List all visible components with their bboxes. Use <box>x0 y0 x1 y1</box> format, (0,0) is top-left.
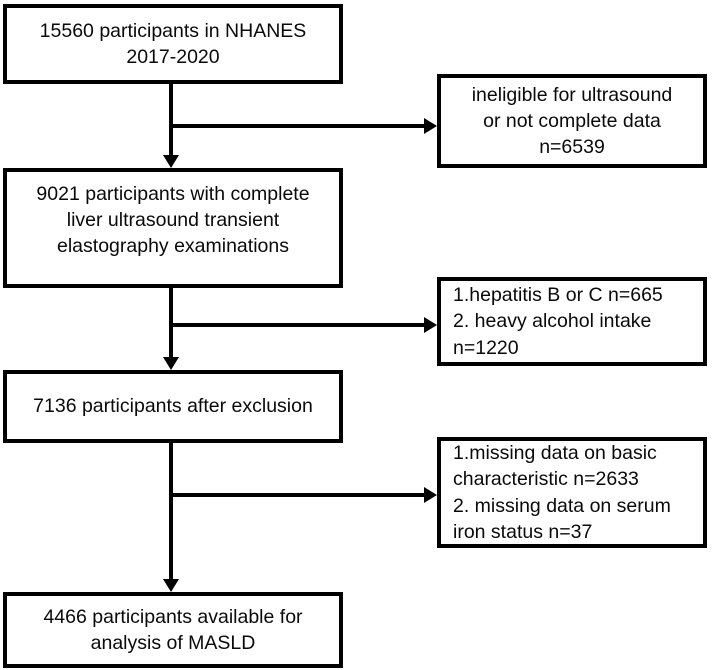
flow-node-excluded-missing-data-line-4: iron status n=37 <box>453 520 593 543</box>
flow-node-enrolled-line-2: 2017-2020 <box>126 46 220 68</box>
connector-after-exclusion-to-final <box>169 443 173 580</box>
flow-node-complete-elastography-line-1: 9021 participants with complete <box>36 183 310 205</box>
flow-node-final-analysis: 4466 participants available for analysis… <box>3 592 343 668</box>
connector-enrolled-to-complete <box>169 84 173 156</box>
flow-node-after-exclusion-line-1: 7136 participants after exclusion <box>33 395 313 418</box>
flow-node-excluded-missing-data-line-1: 1.missing data on basic <box>453 442 657 465</box>
flow-node-excluded-hepatitis-alcohol-line-2: 2. heavy alcohol intake <box>453 310 652 333</box>
flow-node-enrolled-line-1: 15560 participants in NHANES <box>39 19 307 42</box>
arrowhead-after-exclusion-to-final <box>163 579 179 592</box>
flow-node-excluded-hepatitis-alcohol: 1.hepatitis B or C n=665 2. heavy alcoho… <box>437 277 707 366</box>
flow-node-excluded-hepatitis-alcohol-text: 1.hepatitis B or C n=665 2. heavy alcoho… <box>441 282 703 360</box>
flow-node-complete-elastography-line-3: elastography examinations <box>57 235 289 258</box>
flow-node-excluded-ultrasound: ineligible for ultrasound or not complet… <box>437 74 707 168</box>
flow-node-excluded-missing-data: 1.missing data on basic characteristic n… <box>437 437 707 548</box>
arrowhead-complete-to-after-exclusion <box>163 357 179 370</box>
flow-node-excluded-missing-data-line-2: characteristic n=2633 <box>453 468 639 491</box>
connector-enrolled-to-excluded-ultrasound <box>171 124 426 128</box>
flow-node-excluded-ultrasound-line-3: n=6539 <box>539 136 605 159</box>
flow-node-enrolled-text: 15560 participants in NHANES 2017-2020 <box>7 18 339 70</box>
flow-node-complete-elastography: 9021 participants with complete liver ul… <box>3 168 343 288</box>
flow-node-excluded-ultrasound-line-2: or not complete data <box>483 109 661 132</box>
flow-node-excluded-missing-data-line-3: 2. missing data on serum <box>453 494 671 517</box>
arrowhead-after-exclusion-to-excluded-missing-data <box>424 487 437 503</box>
flow-node-enrolled: 15560 participants in NHANES 2017-2020 <box>3 4 343 84</box>
flow-node-final-analysis-line-2: analysis of MASLD <box>90 632 256 654</box>
connector-complete-to-excluded-hepatitis-alcohol <box>171 323 426 327</box>
flow-node-excluded-ultrasound-text: ineligible for ultrasound or not complet… <box>441 82 703 160</box>
flow-node-final-analysis-line-1: 4466 participants available for <box>43 605 303 628</box>
arrowhead-enrolled-to-complete <box>163 155 179 168</box>
flow-node-excluded-ultrasound-line-1: ineligible for ultrasound <box>471 83 673 106</box>
flow-node-excluded-hepatitis-alcohol-line-1: 1.hepatitis B or C n=665 <box>453 284 663 307</box>
flow-node-excluded-hepatitis-alcohol-line-3: n=1220 <box>453 336 519 359</box>
flow-node-final-analysis-text: 4466 participants available for analysis… <box>7 604 339 656</box>
flow-node-after-exclusion-text: 7136 participants after exclusion <box>7 393 339 419</box>
flow-node-complete-elastography-text: 9021 participants with complete liver ul… <box>7 172 339 265</box>
flow-node-after-exclusion: 7136 participants after exclusion <box>3 370 343 443</box>
arrowhead-complete-to-excluded-hepatitis-alcohol <box>424 317 437 333</box>
flow-node-excluded-missing-data-text: 1.missing data on basic characteristic n… <box>441 440 703 545</box>
connector-after-exclusion-to-excluded-missing-data <box>171 493 426 497</box>
flow-node-complete-elastography-line-2: liver ultrasound transient <box>66 209 280 232</box>
arrowhead-enrolled-to-excluded-ultrasound <box>424 118 437 134</box>
